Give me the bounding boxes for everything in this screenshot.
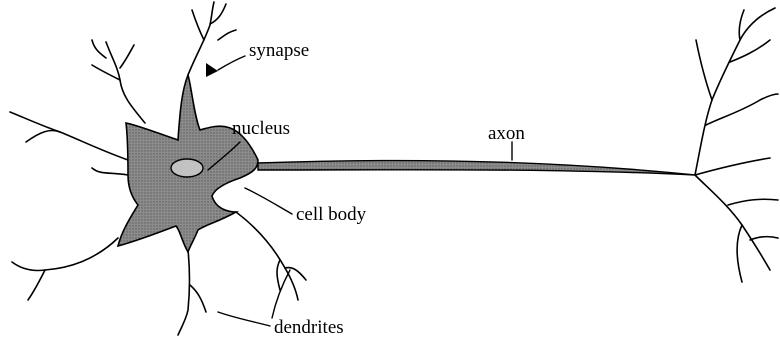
synapse-leader (218, 56, 245, 70)
nucleus-shape (171, 159, 203, 177)
synapse-label: synapse (249, 40, 309, 61)
dendrites-leader-right (272, 270, 290, 318)
synapse-marker (206, 63, 218, 77)
axon-shape (258, 161, 695, 175)
cell-body-leader (245, 188, 292, 214)
axon-label: axon (488, 123, 525, 144)
dendrites-leader-left (218, 312, 270, 326)
nucleus-label: nucleus (232, 118, 290, 139)
cell-body-label: cell body (296, 204, 367, 225)
dendrites-label: dendrites (274, 317, 344, 337)
